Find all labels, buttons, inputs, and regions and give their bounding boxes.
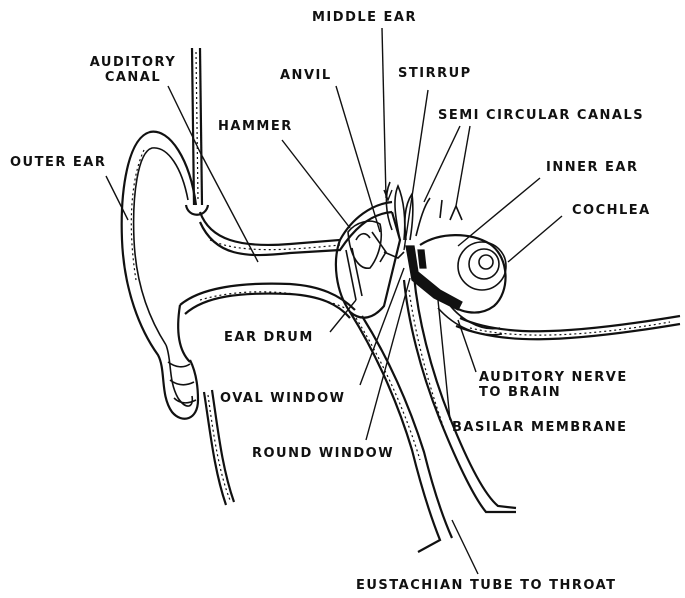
auditory-nerve-tube [456,316,680,339]
label-oval-window: OVAL WINDOW [220,391,346,406]
label-ear-drum: EAR DRUM [224,330,314,345]
label-basilar-membrane: BASILAR MEMBRANE [452,420,628,435]
lower-skull-wall [204,390,234,505]
label-middle-ear: MIDDLE EAR [312,10,417,25]
label-cochlea: COCHLEA [572,203,651,218]
arrow-middle-ear [384,190,392,200]
outer-ear-shape [122,132,198,419]
leader-semicircular-1 [424,126,460,202]
label-auditory-nerve: AUDITORY NERVE TO BRAIN [479,370,628,400]
label-stirrup: STIRRUP [398,66,472,81]
label-round-window: ROUND WINDOW [252,446,394,461]
leader-auditory-canal-2 [200,152,258,262]
leader-auditory-nerve [458,320,476,372]
leader-anvil [336,86,380,232]
leader-hammer [282,140,350,228]
leader-inner-ear [458,178,540,246]
label-hammer: HAMMER [218,119,293,134]
leader-round-window [366,278,410,440]
leader-middle-ear [382,28,386,198]
label-outer-ear: OUTER EAR [10,155,106,170]
leader-eustachian-tube [452,520,478,574]
label-eustachian-tube: EUSTACHIAN TUBE TO THROAT [356,578,617,593]
label-inner-ear: INNER EAR [546,160,638,175]
label-anvil: ANVIL [280,68,332,83]
leader-stirrup [404,90,428,250]
leader-cochlea [508,216,562,262]
eustachian-tube-shape [350,276,516,552]
label-semi-circular-canals: SEMI CIRCULAR CANALS [438,108,644,123]
leader-semicircular-2 [456,126,470,206]
label-auditory-canal: AUDITORY CANAL [78,55,188,85]
semicircular-canals-shape [386,182,462,240]
